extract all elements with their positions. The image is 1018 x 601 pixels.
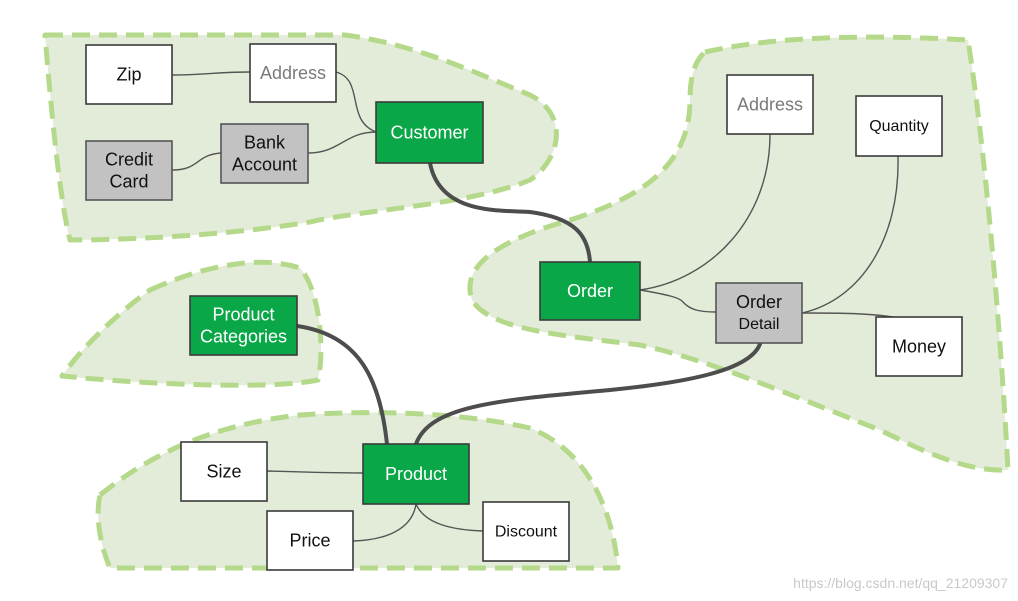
edge-order-orderdetail bbox=[639, 289, 717, 313]
edge-product-discount bbox=[415, 503, 484, 532]
bank-account-box bbox=[220, 123, 309, 184]
customer-label: Customer bbox=[390, 122, 468, 142]
price-label: Price bbox=[289, 530, 330, 550]
order-box bbox=[539, 261, 641, 321]
order-detail-label: Detail bbox=[739, 316, 780, 333]
order-detail-box bbox=[715, 282, 803, 344]
customer-node[interactable]: Customer bbox=[375, 101, 484, 164]
edge-size-product bbox=[266, 470, 364, 474]
customer-box bbox=[375, 101, 484, 164]
credit-card-label: Credit bbox=[105, 149, 153, 169]
edge-creditcard-bankaccount bbox=[171, 152, 222, 171]
bank-account-label: Bank bbox=[244, 132, 286, 152]
price-box bbox=[266, 510, 354, 571]
size-box bbox=[180, 441, 268, 502]
zip-label: Zip bbox=[116, 64, 141, 84]
discount-node[interactable]: Discount bbox=[482, 501, 570, 562]
quantity-box bbox=[855, 95, 943, 157]
money-label: Money bbox=[892, 336, 946, 356]
price-node[interactable]: Price bbox=[266, 510, 354, 571]
edge-address-customer bbox=[335, 71, 377, 133]
money-node[interactable]: Money bbox=[875, 316, 963, 377]
product-box bbox=[362, 443, 470, 505]
edge-orderdetail-product bbox=[414, 342, 762, 446]
customer-address-node[interactable]: Address bbox=[249, 43, 337, 103]
money-box bbox=[875, 316, 963, 377]
credit-card-box bbox=[85, 140, 173, 201]
zip-node[interactable]: Zip bbox=[85, 44, 173, 105]
edge-product-price bbox=[352, 503, 417, 542]
discount-box bbox=[482, 501, 570, 562]
quantity-node[interactable]: Quantity bbox=[855, 95, 943, 157]
order-detail-label: Order bbox=[736, 292, 782, 312]
product-label: Product bbox=[385, 464, 447, 484]
credit-card-label: Card bbox=[109, 171, 148, 191]
order-label: Order bbox=[567, 281, 613, 301]
edge-address-order bbox=[639, 133, 771, 291]
bank-account-label: Account bbox=[232, 154, 297, 174]
relationship-lines bbox=[171, 71, 901, 542]
customer-address-label: Address bbox=[260, 63, 326, 83]
watermark-text: https://blog.csdn.net/qq_21209307 bbox=[793, 575, 1008, 591]
quantity-label: Quantity bbox=[869, 118, 929, 135]
product-categories-label: Product bbox=[212, 304, 274, 324]
edge-bankaccount-customer bbox=[307, 131, 377, 154]
zip-box bbox=[85, 44, 173, 105]
product-categories-label: Categories bbox=[200, 326, 287, 346]
product-categories-box bbox=[189, 295, 298, 356]
size-label: Size bbox=[206, 461, 241, 481]
edge-zip-address bbox=[171, 71, 251, 76]
order-address-node[interactable]: Address bbox=[726, 74, 814, 135]
order-address-box bbox=[726, 74, 814, 135]
edge-productcategories-product bbox=[295, 324, 389, 446]
edge-customer-order bbox=[428, 161, 592, 264]
order-address-label: Address bbox=[737, 94, 803, 114]
discount-label: Discount bbox=[495, 524, 558, 541]
size-node[interactable]: Size bbox=[180, 441, 268, 502]
product-node[interactable]: Product bbox=[362, 443, 470, 505]
order-node[interactable]: Order bbox=[539, 261, 641, 321]
customer-address-box bbox=[249, 43, 337, 103]
edge-quantity-orderdetail bbox=[801, 155, 899, 314]
